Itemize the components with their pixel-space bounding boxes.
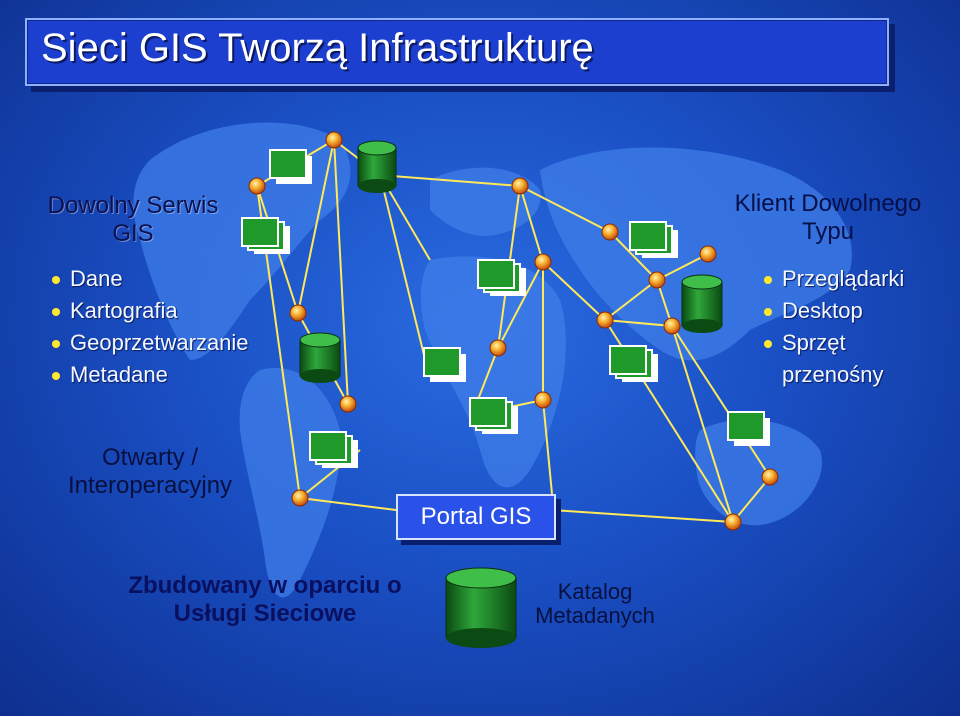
bullet-icon xyxy=(52,340,60,348)
server-stack-icon xyxy=(241,217,290,254)
list-item-continuation: przenośny xyxy=(764,359,904,391)
database-icon xyxy=(299,332,341,383)
bullet-icon xyxy=(52,276,60,284)
list-item: Metadane xyxy=(52,359,249,391)
network-nodes xyxy=(248,131,779,531)
network-node-icon xyxy=(699,245,717,263)
list-item: Dane xyxy=(52,263,249,295)
right-heading-line-2: Typu xyxy=(801,218,855,245)
bullet-icon xyxy=(52,308,60,316)
network-node-icon xyxy=(291,489,309,507)
list-item: Desktop xyxy=(764,295,904,327)
built-on-label: Zbudowany w oparciu o Usługi Sieciowe xyxy=(100,572,430,628)
bullet-icon xyxy=(764,276,772,284)
catalog-line-1: Katalog xyxy=(557,579,633,604)
built-on-line-2: Usługi Sieciowe xyxy=(173,600,357,627)
bullet-icon xyxy=(764,308,772,316)
list-item-label: Dane xyxy=(70,266,123,291)
server-stack-icon xyxy=(423,347,466,382)
right-heading-line-1: Klient Dowolnego xyxy=(734,190,922,217)
network-node-icon xyxy=(339,395,357,413)
catalog-line-2: Metadanych xyxy=(535,603,655,628)
network-node-icon xyxy=(596,311,614,329)
portal-gis-box: Portal GIS xyxy=(396,494,556,540)
network-node-icon xyxy=(325,131,343,149)
page-title: Sieci GIS Tworzą Infrastrukturę xyxy=(41,26,594,70)
server-icons xyxy=(241,149,770,468)
left-heading-line-2: GIS xyxy=(112,220,154,247)
database-icons xyxy=(299,140,723,648)
list-item-label: Sprzęt xyxy=(782,330,846,355)
server-stack-icon xyxy=(609,345,658,382)
server-stack-icon xyxy=(269,149,312,184)
list-item: Przeglądarki xyxy=(764,263,904,295)
server-stack-icon xyxy=(727,411,770,446)
network-node-icon xyxy=(761,468,779,486)
catalog-label: Katalog Metadanych xyxy=(520,580,670,628)
built-on-line-1: Zbudowany w oparciu o xyxy=(128,572,402,599)
network-node-icon xyxy=(648,271,666,289)
list-item: Kartografia xyxy=(52,295,249,327)
open-interop-line-2: Interoperacyjny xyxy=(67,472,233,499)
network-node-icon xyxy=(489,339,507,357)
right-bullet-list: Przeglądarki Desktop Sprzęt przenośny xyxy=(764,263,904,391)
network-node-icon xyxy=(534,253,552,271)
server-stack-icon xyxy=(469,397,518,434)
list-item-label: Geoprzetwarzanie xyxy=(70,330,249,355)
left-heading-line-1: Dowolny Serwis xyxy=(47,192,219,219)
network-node-icon xyxy=(534,391,552,409)
network-node-icon xyxy=(663,317,681,335)
left-bullet-list: Dane Kartografia Geoprzetwarzanie Metada… xyxy=(52,263,249,391)
open-interop-line-1: Otwarty / xyxy=(101,444,198,471)
bullet-icon xyxy=(764,340,772,348)
list-item-label: Metadane xyxy=(70,362,168,387)
network-node-icon xyxy=(248,177,266,195)
open-interop-label: Otwarty / Interoperacyjny xyxy=(30,444,270,500)
database-icon xyxy=(445,567,517,648)
server-stack-icon xyxy=(477,259,526,296)
network-node-icon xyxy=(511,177,529,195)
database-icon xyxy=(681,274,723,333)
server-stack-icon xyxy=(309,431,358,468)
list-item-label: Kartografia xyxy=(70,298,178,323)
title-box: Sieci GIS Tworzą Infrastrukturę xyxy=(25,18,889,86)
list-item: Geoprzetwarzanie xyxy=(52,327,249,359)
list-item-label: Przeglądarki xyxy=(782,266,905,291)
left-heading: Dowolny Serwis GIS xyxy=(22,192,244,248)
network-node-icon xyxy=(601,223,619,241)
network-node-icon xyxy=(289,304,307,322)
server-stack-icon xyxy=(629,221,678,258)
bullet-icon xyxy=(52,372,60,380)
list-item-label: przenośny xyxy=(782,362,884,387)
database-icon xyxy=(357,140,397,193)
list-item-label: Desktop xyxy=(782,298,863,323)
network-node-icon xyxy=(724,513,742,531)
right-heading: Klient Dowolnego Typu xyxy=(700,190,956,246)
list-item: Sprzęt xyxy=(764,327,904,359)
